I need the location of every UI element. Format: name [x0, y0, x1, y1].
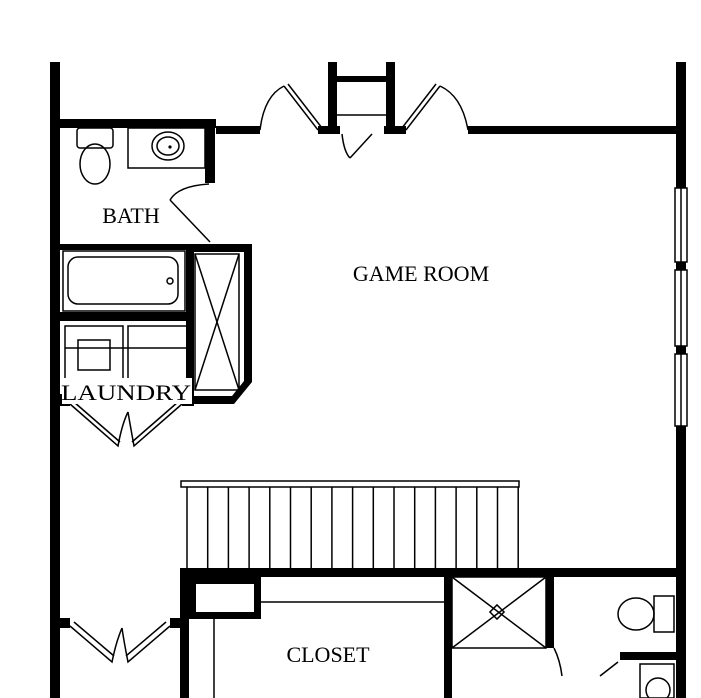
bath-door-arc — [169, 183, 210, 201]
tub-inner — [67, 256, 179, 305]
dryer — [127, 325, 189, 383]
sink-basin-outer — [151, 131, 185, 161]
lower-walls — [60, 568, 686, 698]
nook-wall-left — [328, 62, 337, 134]
nook-wall-right — [386, 62, 395, 134]
door-left-arc-a — [259, 85, 285, 131]
nook-door-leaf — [349, 133, 373, 159]
lower-left-closet-wall — [180, 568, 189, 698]
washer — [64, 325, 124, 383]
closet-door-frame — [194, 253, 240, 391]
shower-left-wall — [444, 568, 452, 698]
shower-pan — [451, 576, 547, 649]
shower-door-arc — [553, 647, 563, 677]
staircase — [180, 480, 520, 568]
tub-outer — [62, 250, 186, 312]
bath-right-wall — [205, 119, 215, 183]
toilet-tank — [76, 127, 114, 149]
top-wall-left-2 — [216, 126, 260, 134]
closet-x-2 — [194, 253, 240, 391]
room-label-laundry: LAUNDRY — [61, 380, 191, 405]
sink-drain — [168, 145, 172, 149]
door-right-arc — [439, 85, 469, 131]
door-left-leaf-b — [287, 83, 323, 129]
shower-x-2 — [451, 576, 547, 649]
lower-left-jamb — [60, 618, 70, 628]
room-label-game-room: GAME ROOM — [353, 261, 489, 286]
toilet-bowl — [79, 143, 111, 185]
top-double-doors — [259, 83, 469, 131]
lower-bath-door — [599, 661, 619, 677]
bath-door-leaf — [169, 199, 211, 243]
sink-basin-inner — [156, 136, 180, 156]
linen-closet — [186, 244, 252, 404]
door-right-leaf-a — [405, 85, 441, 131]
left-exterior-wall — [50, 62, 60, 698]
lower-door-right — [121, 625, 171, 664]
lower-horizontal-wall — [180, 568, 686, 577]
nook-door-arc — [341, 133, 351, 159]
room-label-bath: BATH — [102, 203, 160, 228]
lower-bath-wall — [620, 652, 676, 660]
bath: BATH — [60, 119, 215, 312]
lower-toilet-tank — [653, 595, 675, 633]
lower-left-doors — [69, 621, 171, 664]
vanity — [127, 127, 206, 169]
laundry-door-left — [69, 403, 129, 448]
nook-wall-top — [328, 76, 395, 82]
shower-drain — [488, 603, 506, 621]
top-wall-right — [468, 126, 680, 134]
stair-treads — [186, 487, 519, 568]
lower-sink — [645, 677, 671, 698]
laundry-door-right — [127, 403, 183, 448]
top-closet — [328, 62, 395, 159]
tub-drain — [166, 277, 174, 285]
shower-right-wall — [546, 568, 554, 648]
lower-bath — [599, 595, 676, 698]
room-label-closet: CLOSET — [286, 642, 370, 667]
laundry: LAUNDRY — [60, 312, 194, 448]
shower — [451, 576, 563, 677]
tub-wall-top — [60, 244, 190, 250]
closet-left-wall — [186, 244, 194, 404]
lower-door-left — [69, 625, 123, 664]
lower-right-jamb — [170, 618, 180, 628]
closet-walls — [186, 244, 252, 404]
washer-lid — [77, 339, 111, 371]
right-windows — [674, 187, 688, 427]
door-right-leaf-b — [401, 83, 437, 129]
stair-rail — [180, 480, 520, 488]
door-left-leaf-a — [283, 85, 319, 131]
laundry-top-wall — [60, 312, 194, 321]
lower-vanity — [639, 663, 675, 698]
lower-toilet-bowl — [617, 597, 655, 631]
top-wall-left — [50, 119, 216, 128]
